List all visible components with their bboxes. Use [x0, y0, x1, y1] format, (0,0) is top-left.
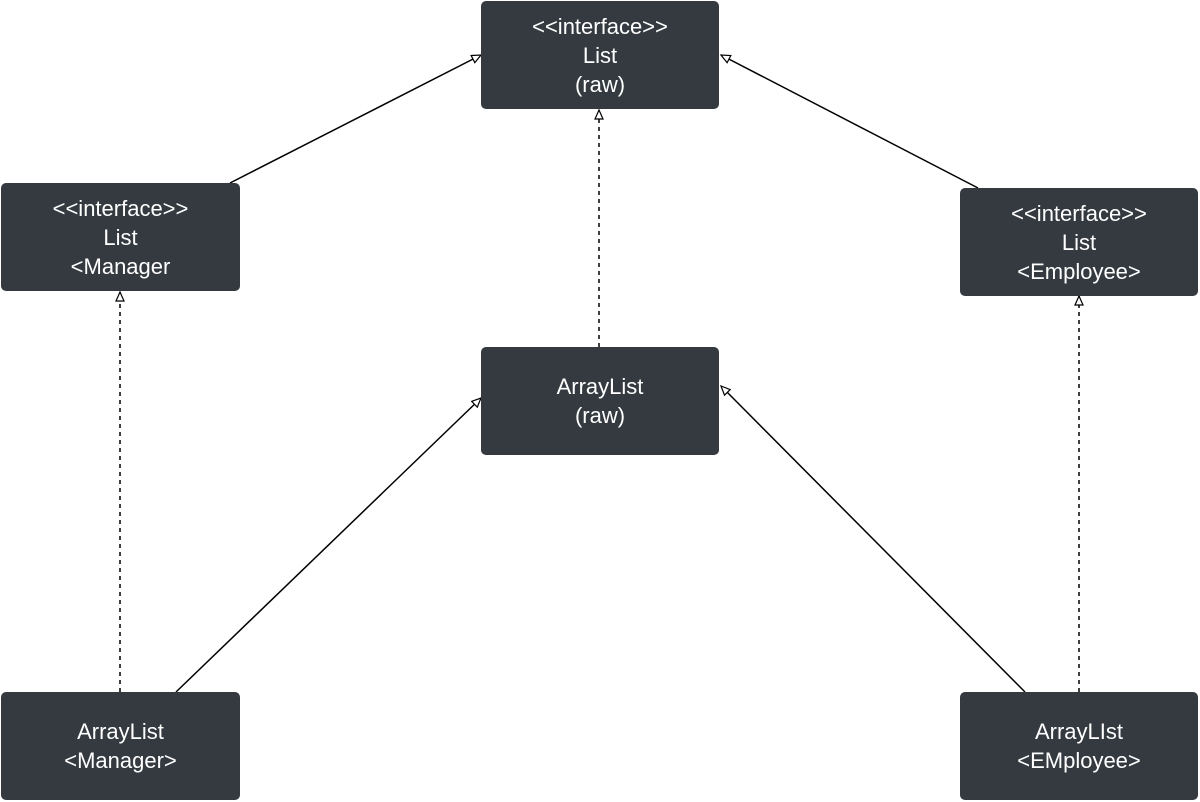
type-parameter: (raw): [574, 403, 626, 428]
class-name: List: [582, 42, 618, 68]
stereotype-label: <<interface>>: [532, 13, 668, 39]
node-arraylist-raw-class[interactable]: ArrayList (raw): [481, 347, 719, 455]
edge-list-manager-to-list-raw: [229, 54, 483, 184]
class-name: List: [103, 224, 138, 250]
class-name: ArrayLIst: [1034, 719, 1124, 744]
stereotype-label: <<interface>>: [52, 195, 189, 221]
class-name: ArrayList: [77, 719, 164, 744]
edge-arraylist-manager-to-arraylist-raw: [175, 396, 483, 693]
type-parameter: (raw): [574, 71, 626, 97]
node-list-employee-interface[interactable]: <<interface>> List <Employee>: [960, 188, 1198, 296]
node-list-manager-interface[interactable]: <<interface>> List <Manager: [1, 183, 240, 291]
node-arraylist-employee-class[interactable]: ArrayLIst <EMployee>: [960, 692, 1198, 800]
type-parameter: <Manager: [70, 253, 171, 279]
stereotype-label: <<interface>>: [1011, 200, 1147, 226]
node-list-raw-interface[interactable]: <<interface>> List (raw): [481, 1, 719, 109]
class-name: ArrayList: [556, 374, 644, 399]
edge-arraylist-employee-to-arraylist-raw: [719, 384, 1026, 693]
type-parameter: <Manager>: [64, 748, 177, 773]
type-parameter: <EMployee>: [1017, 748, 1141, 773]
class-name: List: [1061, 229, 1097, 255]
type-parameter: <Employee>: [1017, 258, 1141, 284]
node-arraylist-manager-class[interactable]: ArrayList <Manager>: [1, 692, 240, 800]
edge-list-employee-to-list-raw: [719, 54, 979, 189]
